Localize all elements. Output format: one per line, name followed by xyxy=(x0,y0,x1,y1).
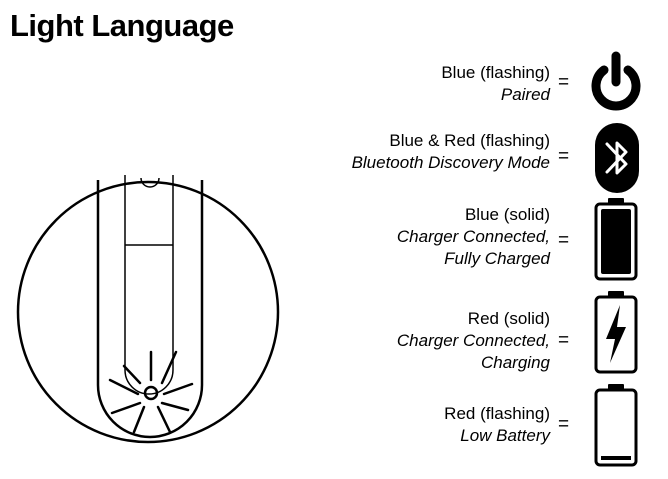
legend-row-charging: Red (solid) Charger Connected, Charging xyxy=(397,308,550,374)
legend-row-paired: Blue (flashing) Paired xyxy=(441,62,550,106)
led-light-icon xyxy=(108,350,194,434)
bluetooth-icon xyxy=(595,123,639,193)
legend-row-low-battery: Red (flashing) Low Battery xyxy=(444,403,550,447)
legend-meaning-text: Charger Connected, xyxy=(396,331,550,350)
legend-meaning-text: Low Battery xyxy=(460,426,550,445)
equals-sign: = xyxy=(558,414,570,435)
equals-sign: = xyxy=(558,330,570,351)
device-body xyxy=(96,180,204,439)
legend-meaning-text: Charger Connected, xyxy=(396,227,550,246)
legend-color-text: Blue (flashing) xyxy=(441,63,550,82)
battery-full-icon xyxy=(594,198,638,281)
page-title: Light Language xyxy=(10,8,234,43)
legend-color-text: Red (flashing) xyxy=(444,404,550,423)
legend-color-text: Blue (solid) xyxy=(464,205,550,224)
legend-color-text: Blue & Red (flashing) xyxy=(389,131,550,150)
battery-charging-icon xyxy=(594,291,638,374)
equals-sign: = xyxy=(558,72,570,93)
equals-sign: = xyxy=(558,230,570,251)
device-outline-circle xyxy=(16,180,280,444)
legend-meaning-text: Paired xyxy=(500,85,550,104)
device-button xyxy=(140,177,160,188)
device-illustration xyxy=(16,175,280,444)
legend-color-text: Red (solid) xyxy=(467,309,550,328)
legend-meaning-text: Charging xyxy=(481,353,550,372)
legend-row-fully-charged: Blue (solid) Charger Connected, Fully Ch… xyxy=(397,204,550,270)
legend-row-discovery: Blue & Red (flashing) Bluetooth Discover… xyxy=(352,130,550,174)
device-inner-slot xyxy=(124,175,174,395)
power-icon xyxy=(591,51,641,111)
legend-meaning-text: Bluetooth Discovery Mode xyxy=(351,153,550,172)
legend-meaning-text: Fully Charged xyxy=(444,249,550,268)
equals-sign: = xyxy=(558,146,570,167)
battery-empty-icon xyxy=(594,384,638,467)
